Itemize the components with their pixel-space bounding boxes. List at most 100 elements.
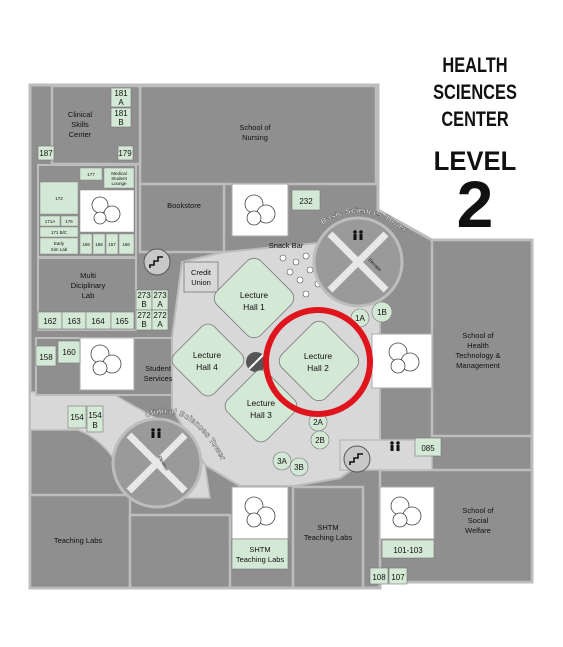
svg-text:107: 107 [391,573,405,582]
svg-text:1A: 1A [355,314,365,323]
svg-text:166: 166 [122,242,130,247]
rooms-27x: 273 B 273 A 272 B 272 A [135,289,169,331]
svg-text:101-103: 101-103 [393,546,423,555]
svg-text:Hall 2: Hall 2 [307,363,329,373]
room-1b: 1B [371,301,393,323]
shtm-teaching-labs-left: SHTM Teaching Labs [231,538,289,570]
svg-text:School of: School of [462,331,494,340]
tree-icon [91,196,121,225]
no-entry-icon [246,352,266,372]
credit-union: Credit Union [183,261,219,293]
rooms-162-165: 162 163 164 165 [37,311,135,330]
svg-text:School of: School of [462,506,494,515]
teaching-labs-block: Teaching Labs [28,493,132,590]
highlight-circle [263,307,373,417]
svg-text:A: A [118,98,124,107]
room-3a: 3A [272,451,292,471]
svg-text:Early: Early [54,241,65,246]
svg-text:Nursing: Nursing [242,133,268,142]
svg-text:Teaching Labs: Teaching Labs [236,555,285,564]
svg-text:A: A [157,320,163,329]
rooms-108-107: 108 107 [369,567,408,585]
room-107 [388,567,408,585]
room-154a [67,405,87,429]
svg-text:Lecture: Lecture [304,351,333,361]
room-272a [151,309,169,331]
svg-text:171A: 171A [45,219,56,224]
svg-text:168: 168 [95,242,103,247]
svg-text:B: B [141,320,146,329]
student-services: Student Services [144,364,173,383]
room-169 [79,233,93,255]
svg-text:085: 085 [421,444,435,453]
lecture-hall-3: Lecture Hall 3 [224,369,298,443]
svg-text:A: A [157,300,163,309]
svg-text:B: B [92,421,97,430]
svg-text:163: 163 [67,317,81,326]
room-166 [118,233,135,255]
room-154b [86,405,104,433]
svg-text:Services: Services [144,374,173,383]
svg-text:272: 272 [137,311,151,320]
room-187 [37,145,55,161]
svg-text:273: 273 [153,291,167,300]
svg-text:Bookstore: Bookstore [167,201,201,210]
svg-text:SHTM: SHTM [317,523,338,532]
tree-icon [244,496,276,528]
title-line-2: SCIENCES [433,81,517,104]
room-171a [39,215,61,227]
svg-text:Lecture: Lecture [193,350,222,360]
svg-text:1B: 1B [377,308,387,317]
svg-text:273: 273 [137,291,151,300]
svg-text:Hall 4: Hall 4 [196,362,218,372]
rooms-top-left: 181 A 181 B 187 179 [37,87,134,161]
svg-text:Snack Bar: Snack Bar [269,241,304,250]
room-179 [117,145,134,161]
svg-text:B: B [118,118,123,127]
svg-text:Hall 3: Hall 3 [250,410,272,420]
room-168 [92,233,106,255]
svg-text:272: 272 [153,311,167,320]
svg-text:Teaching Labs: Teaching Labs [54,536,103,545]
svg-text:Lab: Lab [82,291,95,300]
tree-icon [388,342,420,374]
tree-icon [390,496,422,528]
svg-text:171 B/C: 171 B/C [51,230,68,235]
svg-text:Technology &: Technology & [455,351,500,360]
room-early-sim-lab [39,237,79,255]
svg-text:Social: Social [468,516,489,525]
svg-text:Student: Student [145,364,172,373]
svg-text:3B: 3B [294,463,304,472]
svg-text:154: 154 [88,411,102,420]
svg-text:179: 179 [118,149,132,158]
svg-text:Skills: Skills [71,120,89,129]
title-line-3: CENTER [441,108,509,131]
shtm-teaching-labs-right-block: SHTM Teaching Labs [291,485,365,590]
restroom-icon [151,428,161,438]
svg-text:172: 172 [55,196,63,201]
room-108 [369,567,389,585]
tree-icon [244,194,276,226]
school-of-nursing-block: School of Nursing [138,84,378,186]
stairs-icon [343,445,371,473]
svg-text:162: 162 [43,317,57,326]
svg-text:Medical: Medical [111,171,127,176]
svg-text:181: 181 [114,89,128,98]
room-154: 154 154 B [67,405,104,433]
svg-text:School of: School of [239,123,271,132]
map-title: HEALTH SCIENCES CENTER [405,52,545,133]
restroom-icon [390,441,400,451]
room-165 [110,311,135,330]
room-232: 232 [291,189,321,211]
room-158-160: 158 160 [35,340,81,367]
svg-text:Health: Health [467,341,489,350]
svg-text:Lecture: Lecture [240,290,269,300]
room-158 [35,345,57,367]
svg-text:176: 176 [65,219,73,224]
svg-text:Welfare: Welfare [465,526,491,535]
tree-icons [90,194,422,528]
room-172 [39,181,79,215]
room-160 [57,340,81,364]
svg-text:Diciplinary: Diciplinary [71,281,106,290]
